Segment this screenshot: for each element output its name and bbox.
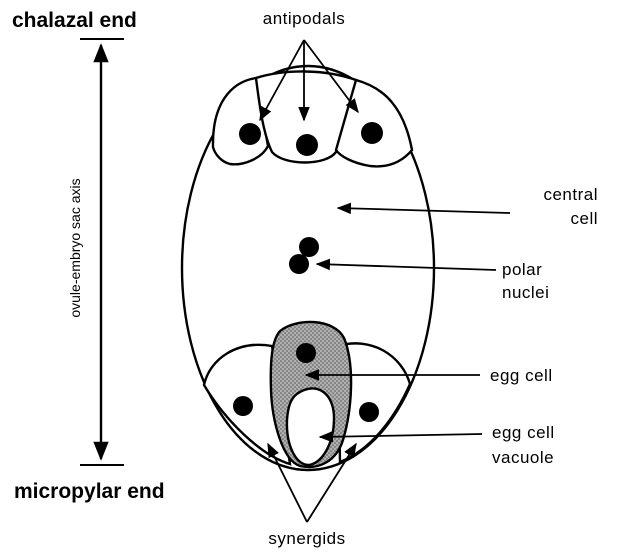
egg-cell-label: egg cell xyxy=(490,366,553,385)
axis-label: ovule-embryo sac axis xyxy=(67,178,83,317)
synergid-nucleus-right xyxy=(359,402,379,422)
ovule-embryo-sac-axis: ovule-embryo sac axis xyxy=(67,39,124,465)
chalazal-end-label: chalazal end xyxy=(12,9,137,32)
antipodal-nucleus-right xyxy=(361,122,383,144)
egg-cell-vacuole-label-line1: egg cell xyxy=(492,423,555,442)
antipodal-nucleus-middle xyxy=(296,134,318,156)
antipodal-cells xyxy=(213,71,412,166)
egg-cell-nucleus xyxy=(296,343,316,363)
polar-nucleus-lower xyxy=(289,254,309,274)
polar-nuclei-label-line2: nuclei xyxy=(502,283,549,302)
central-cell-label-line1: central xyxy=(543,185,598,204)
antipodals-label: antipodals xyxy=(263,9,346,28)
polar-nuclei-label-line1: polar xyxy=(502,260,542,279)
synergids-label: synergids xyxy=(268,529,345,548)
central-cell-label-line2: cell xyxy=(570,209,598,228)
polar-nucleus-upper xyxy=(299,237,319,257)
egg-cell-group xyxy=(271,322,351,467)
antipodal-nucleus-left xyxy=(239,123,261,145)
micropylar-end-label: micropylar end xyxy=(14,480,165,503)
egg-cell-vacuole-label-line2: vacuole xyxy=(492,448,554,467)
synergid-nucleus-left xyxy=(233,396,253,416)
